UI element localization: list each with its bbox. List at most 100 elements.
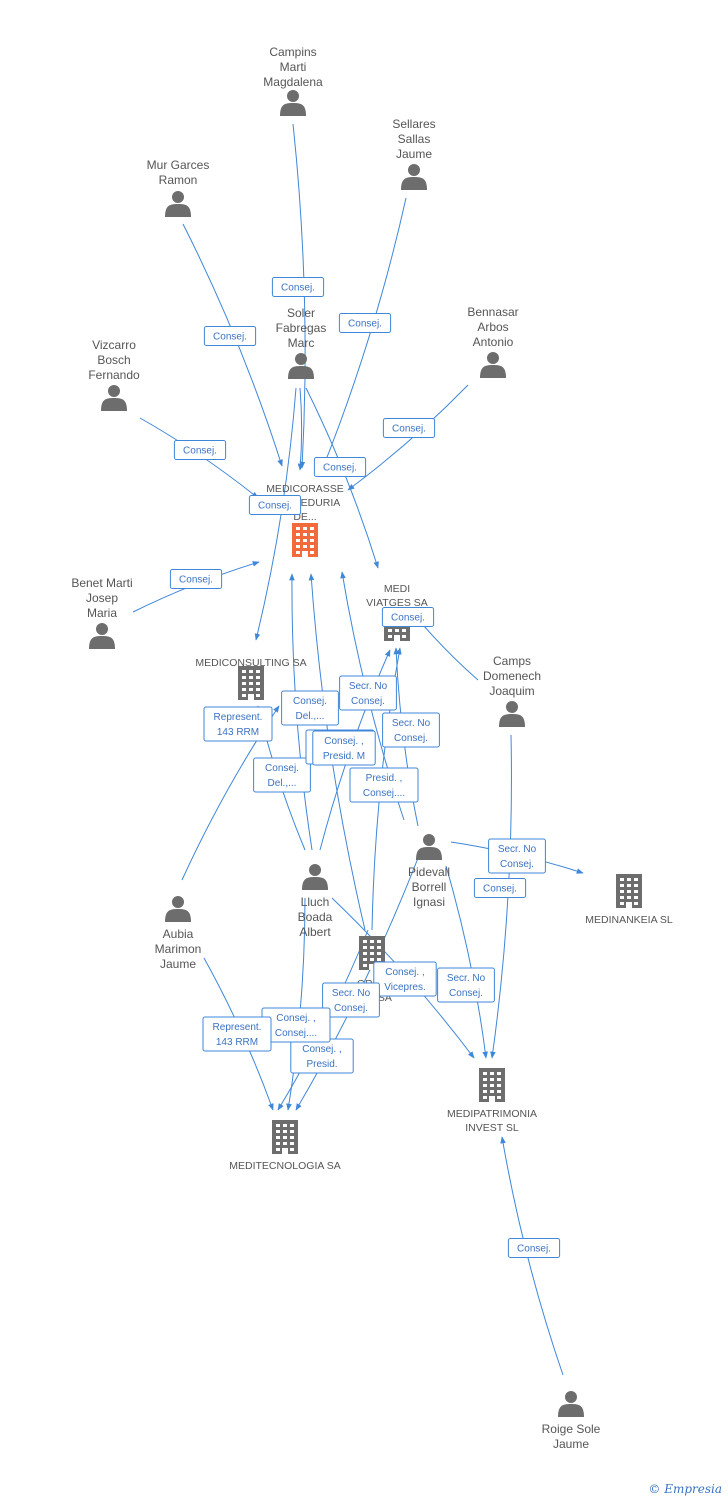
brand-name: Empresia <box>664 1482 722 1496</box>
role-label-text: Del.,... <box>296 711 325 722</box>
relation-edge <box>445 865 488 1059</box>
building-window <box>370 940 374 943</box>
role-label[interactable]: Consej. ,Consej.... <box>261 1007 331 1043</box>
building-window <box>256 676 260 679</box>
role-label[interactable]: Consej. <box>271 277 325 297</box>
person-name-line: Aubia <box>163 927 194 941</box>
building-door <box>248 694 254 700</box>
role-label-text: Presid. M <box>323 751 365 762</box>
role-label[interactable]: Consej.Del.,... <box>253 757 311 793</box>
person-name-line: Sellares <box>392 117 435 131</box>
role-label-text: Secr. No <box>392 718 431 729</box>
building-window <box>497 1084 501 1087</box>
role-label[interactable]: Consej. ,Presid. M <box>312 730 376 766</box>
company-node[interactable]: MEDINANKEIA SL <box>585 874 673 926</box>
role-label[interactable]: Secr. No Consej. <box>322 982 380 1018</box>
role-label[interactable]: Consej.Del.,... <box>281 690 339 726</box>
role-label[interactable]: Consej. <box>382 418 436 438</box>
building-window <box>497 1072 501 1075</box>
role-label[interactable]: Consej. <box>169 569 223 589</box>
company-node[interactable]: MEDIPATRIMONIA INVEST SL <box>447 1068 537 1134</box>
role-label[interactable]: Represent.143 RRM <box>202 1016 272 1052</box>
company-name-line: MEDINANKEIA SL <box>585 914 673 926</box>
building-window <box>634 890 638 893</box>
person-icon <box>480 352 506 378</box>
company-name-line: INVEST SL <box>465 1122 519 1134</box>
role-label-text: Secr. No <box>332 988 371 999</box>
role-label[interactable]: Represent.143 RRM <box>203 706 273 742</box>
building-window <box>627 890 631 893</box>
building-window <box>634 902 638 905</box>
building-window <box>283 1142 287 1145</box>
person-name-line: Jaume <box>553 1437 589 1451</box>
building-window <box>256 694 260 697</box>
role-label-text: Consej. <box>394 733 428 744</box>
role-label[interactable]: Presid. ,Consej.... <box>349 767 419 803</box>
building-window <box>283 1136 287 1139</box>
role-label[interactable]: Consej. <box>313 457 367 477</box>
role-label[interactable]: Consej. <box>203 326 257 346</box>
role-label-box <box>382 418 436 438</box>
person-icon <box>302 864 328 890</box>
building-window <box>490 1078 494 1081</box>
person-icon <box>101 385 127 411</box>
person-name-line: Bosch <box>97 353 130 367</box>
person-body <box>480 365 506 378</box>
building-window <box>634 884 638 887</box>
building-window <box>249 688 253 691</box>
role-label[interactable]: Secr. No Consej. <box>382 712 440 748</box>
company-node[interactable]: MEDITECNOLOGIA SA <box>229 1120 341 1172</box>
building-window <box>370 958 374 961</box>
role-label[interactable]: Consej. <box>381 607 435 627</box>
company-node[interactable]: MEDICONSULTING SA <box>195 657 307 700</box>
building-window <box>363 958 367 961</box>
building-door <box>369 964 375 970</box>
role-label-text: Consej. <box>334 1003 368 1014</box>
building-window <box>310 545 314 548</box>
role-label[interactable]: Consej. ,Vicepres. <box>373 961 437 997</box>
role-label[interactable]: Consej. <box>248 495 302 515</box>
company-name-line: MEDIPATRIMONIA <box>447 1108 537 1120</box>
role-label[interactable]: Consej. <box>173 440 227 460</box>
role-label-box <box>488 838 546 874</box>
person-name-line: Josep <box>86 591 118 605</box>
role-label-text: Secr. No <box>349 681 388 692</box>
role-label[interactable]: Consej. ,Presid. <box>290 1038 354 1074</box>
role-label[interactable]: Consej. <box>507 1238 561 1258</box>
person-name-line: Benet Marti <box>71 576 132 590</box>
role-label[interactable]: Consej. <box>338 313 392 333</box>
building-window <box>377 958 381 961</box>
focus-company-node[interactable]: MEDICORASSECORREDURIADE... <box>266 483 344 557</box>
role-label-box <box>312 730 376 766</box>
building-window <box>363 940 367 943</box>
building-window <box>627 896 631 899</box>
person-name-line: Fernando <box>88 368 140 382</box>
role-label[interactable]: Consej. <box>473 878 527 898</box>
building-window <box>402 635 406 638</box>
building-window <box>483 1084 487 1087</box>
person-head <box>487 352 499 364</box>
building-window <box>276 1124 280 1127</box>
person-name-line: Bennasar <box>467 305 518 319</box>
building-door <box>489 1096 495 1102</box>
building-window <box>296 551 300 554</box>
role-label-box <box>248 495 302 515</box>
person-head <box>565 1391 577 1403</box>
building-window <box>283 1130 287 1133</box>
role-label-box <box>281 690 339 726</box>
